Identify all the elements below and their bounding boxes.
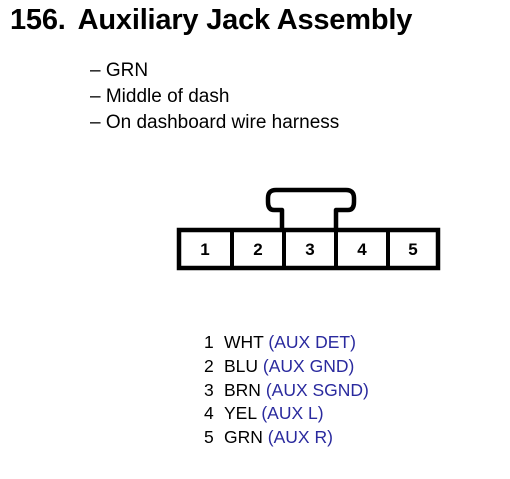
pin-label-4: 4	[357, 240, 367, 259]
connector-body	[176, 227, 441, 271]
connector-diagram: 1 2 3 4 5	[176, 186, 446, 274]
pin-row: 1 WHT (AUX DET)	[204, 331, 369, 355]
pin-wire-color: BRN	[224, 379, 261, 400]
pin-label-3: 3	[305, 240, 314, 259]
section-title: Auxiliary Jack Assembly	[77, 4, 413, 36]
pin-number: 1	[204, 332, 214, 352]
pin-number: 5	[204, 427, 214, 448]
pin-wire-color: YEL	[224, 403, 257, 424]
note-wire-color: – GRN	[90, 60, 149, 81]
pin-number: 3	[204, 379, 214, 400]
pin-wire-color: WHT	[224, 332, 264, 352]
connector-svg: 1 2 3 4 5	[176, 187, 441, 271]
pin-wire-color: BLU	[224, 355, 259, 376]
note-location: – Middle of dash	[90, 86, 230, 107]
pin-function: (AUX SGND)	[265, 379, 369, 400]
pin-label-1: 1	[200, 240, 209, 259]
pin-number: 4	[204, 403, 214, 424]
pin-function: (AUX DET)	[268, 332, 356, 352]
pin-list: 1 WHT (AUX DET) 2 BLU (AUX GND) 3 BRN (AUX …	[204, 331, 369, 450]
pin-row: 5 GRN (AUX R)	[204, 426, 369, 450]
connector-latch	[265, 187, 357, 230]
pin-row: 4 YEL (AUX L)	[204, 402, 369, 426]
pin-label-5: 5	[408, 240, 417, 259]
pin-function: (AUX R)	[267, 427, 333, 448]
pin-label-2: 2	[253, 240, 262, 259]
section-number: 156.	[10, 4, 66, 36]
pin-number: 2	[204, 355, 214, 376]
pin-row: 2 BLU (AUX GND)	[204, 355, 369, 379]
note-harness: – On dashboard wire harness	[90, 112, 340, 133]
pin-function: (AUX L)	[261, 403, 324, 424]
location-notes: – GRN – Middle of dash – On dashboard wi…	[90, 58, 339, 136]
page-title: 156. Auxiliary Jack Assembly	[10, 4, 412, 37]
pin-wire-color: GRN	[224, 427, 263, 448]
pin-row: 3 BRN (AUX SGND)	[204, 379, 369, 403]
pin-function: (AUX GND)	[262, 355, 355, 376]
